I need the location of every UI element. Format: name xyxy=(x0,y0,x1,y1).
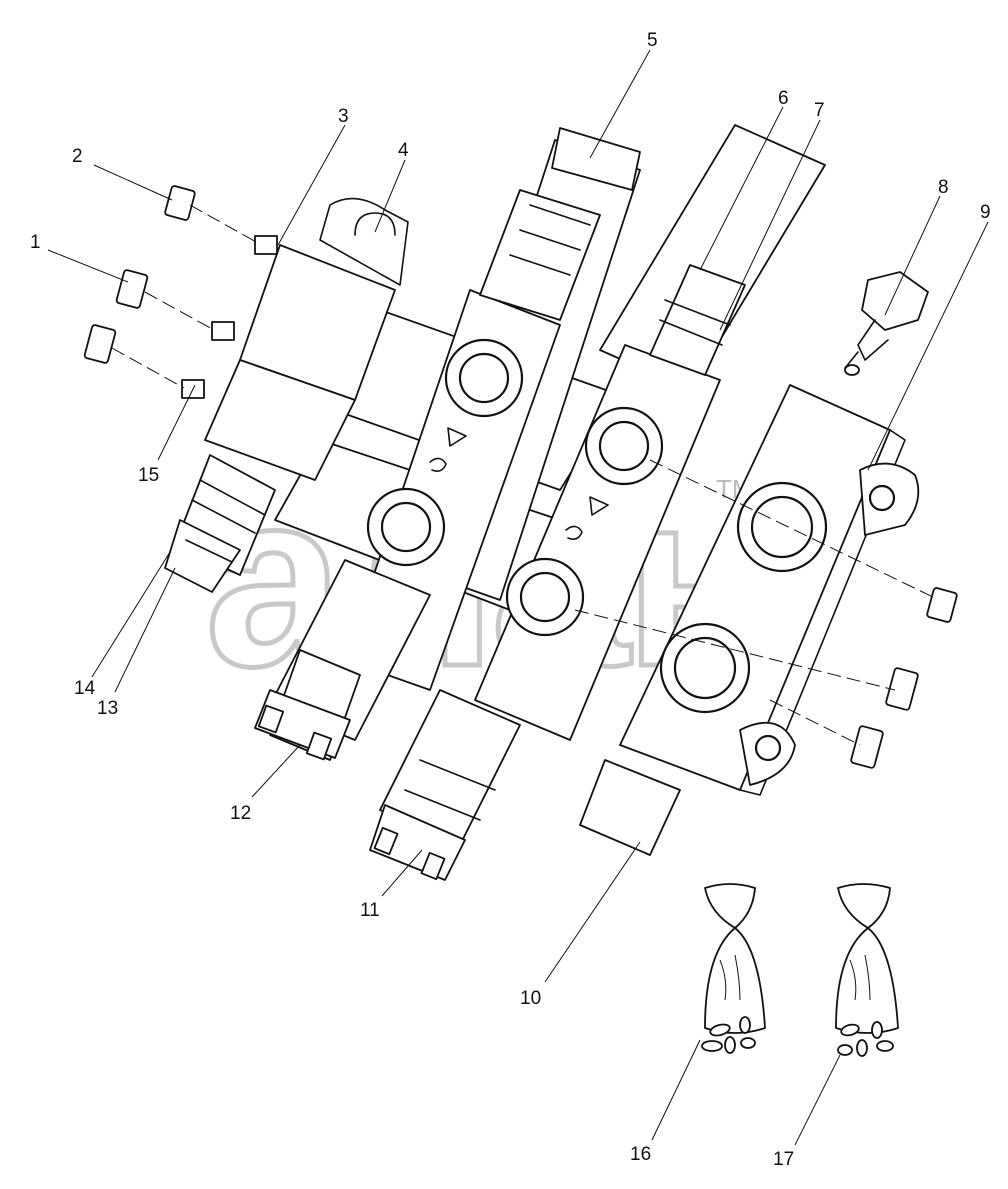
protective-cap-17 xyxy=(835,883,899,1057)
relief-plug-8 xyxy=(844,271,929,376)
end-cover-left xyxy=(164,197,409,593)
valve-section-11 xyxy=(369,124,826,881)
port-plug-left-top xyxy=(254,235,278,255)
callout-10: 10 xyxy=(520,988,541,1009)
callout-14: 14 xyxy=(74,678,96,699)
valve-section-12 xyxy=(254,127,641,761)
callout-3: 3 xyxy=(338,106,349,127)
callout-4: 4 xyxy=(398,140,409,161)
callout-6: 6 xyxy=(778,88,789,109)
callout-2: 2 xyxy=(72,146,83,167)
callout-12: 12 xyxy=(230,803,251,824)
callout-13: 13 xyxy=(97,698,118,719)
callout-8: 8 xyxy=(938,177,949,198)
spool-end-cap-12 xyxy=(551,127,641,191)
protective-cap-16 xyxy=(701,883,766,1054)
callout-9: 9 xyxy=(980,202,991,223)
end-cover-right xyxy=(579,384,920,856)
callout-7: 7 xyxy=(814,100,825,121)
leader-lines xyxy=(47,49,989,1146)
callout-16: 16 xyxy=(630,1144,651,1165)
callout-1: 1 xyxy=(30,232,41,253)
fitting-10 xyxy=(579,759,681,856)
callout-15: 15 xyxy=(138,465,159,486)
callout-5: 5 xyxy=(647,30,658,51)
assembly-lines xyxy=(111,204,936,746)
callout-17: 17 xyxy=(773,1149,794,1170)
callout-11: 11 xyxy=(360,900,380,921)
callout-labels: 1 2 3 4 5 6 7 8 9 10 11 12 13 14 15 16 1… xyxy=(30,30,991,1170)
